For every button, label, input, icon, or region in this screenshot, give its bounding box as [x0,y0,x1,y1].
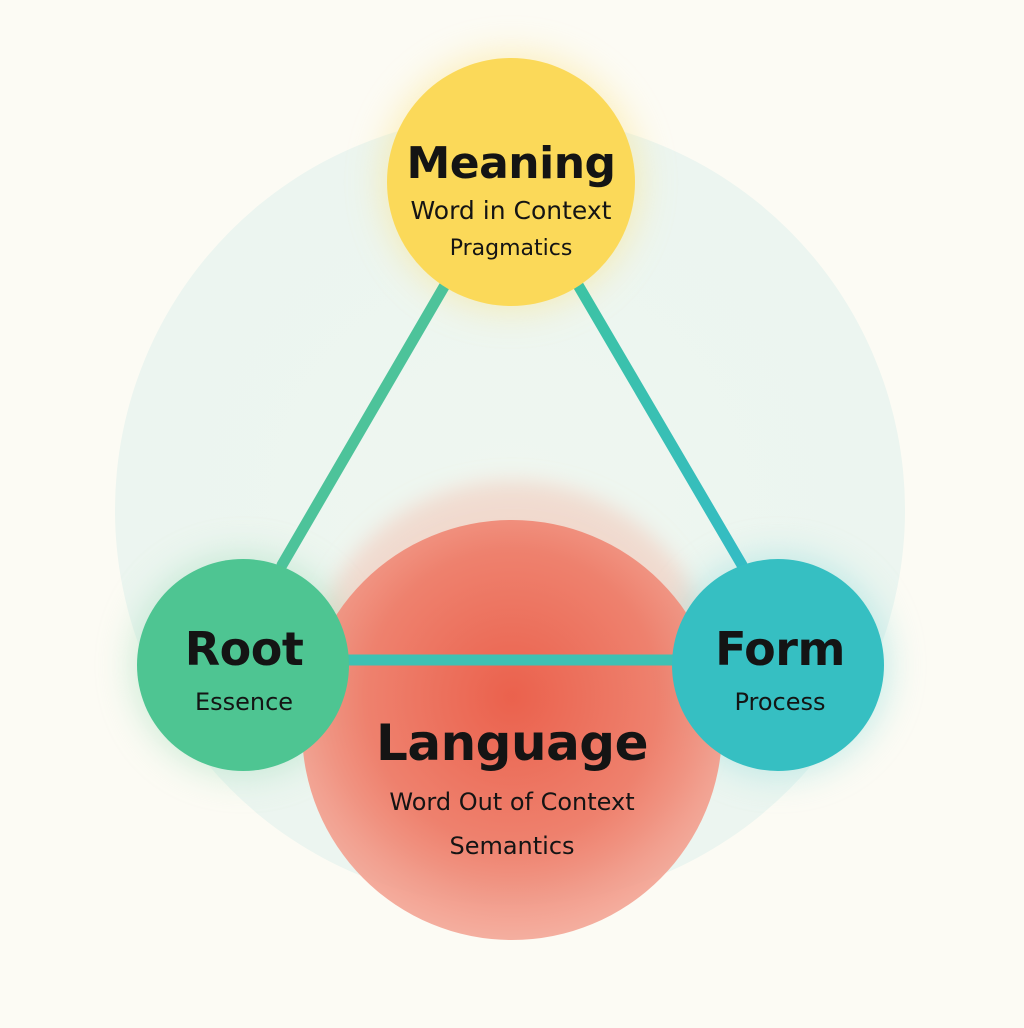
connector-meaning-form [572,279,748,571]
root-circle [137,559,349,771]
form-title: Form [715,622,845,676]
language-node: Language Word Out of Context Semantics [312,712,712,860]
root-node: Root Essence [138,622,350,716]
language-caption: Semantics [449,832,575,860]
language-circle [302,520,722,940]
root-title: Root [184,622,304,676]
root-subtitle: Essence [194,688,294,716]
meaning-subtitle: Word in Context [410,196,612,225]
meaning-circle [387,58,635,306]
form-node: Form Process [674,622,886,716]
language-subtitle: Word Out of Context [389,788,635,816]
connector-meaning-root [276,279,451,571]
meaning-title: Meaning [406,138,616,189]
meaning-caption: Pragmatics [449,236,573,261]
language-title: Language [375,714,649,772]
form-circle [672,559,884,771]
meaning-node: Meaning Word in Context Pragmatics [387,138,635,262]
form-subtitle: Process [734,688,826,716]
